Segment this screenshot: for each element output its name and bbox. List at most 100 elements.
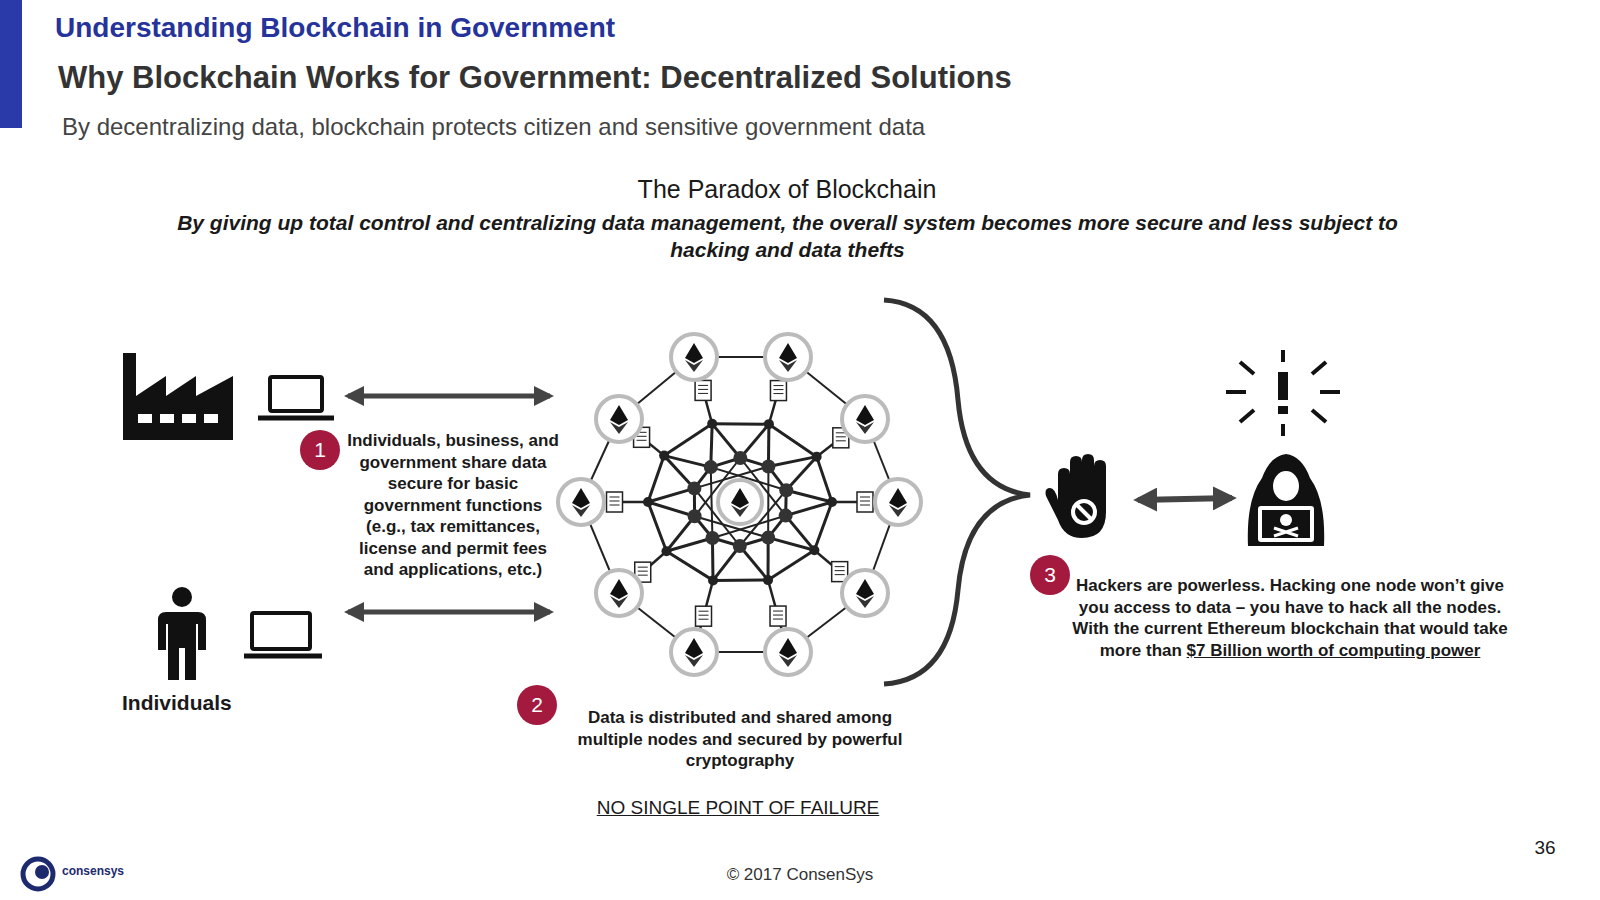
ether-node: [765, 334, 811, 380]
mesh-dot: [688, 509, 702, 523]
ether-logo: [889, 505, 907, 517]
laptop-icon: [258, 377, 334, 418]
ether-logo: [610, 596, 628, 608]
mesh-dot: [687, 481, 701, 495]
document-line: [637, 436, 647, 437]
mesh-link: [769, 424, 817, 456]
ether-node: [596, 570, 642, 616]
callout-digit: 1: [314, 438, 326, 462]
document-icon: [857, 492, 873, 512]
mesh-dot: [779, 509, 793, 523]
document-line: [860, 497, 870, 498]
ether-node: [718, 480, 762, 524]
mesh-link: [786, 502, 832, 516]
mesh-link: [814, 502, 832, 550]
mesh-link: [817, 457, 832, 502]
alert-symbol: [1226, 350, 1340, 436]
copyright: © 2017 ConsenSys: [600, 864, 1000, 886]
ether-logo: [685, 343, 703, 363]
callout-highlight: $7 Billion worth of computing power: [1187, 641, 1481, 660]
mesh-dot: [643, 497, 653, 507]
ether-logo: [610, 579, 628, 599]
document-line: [773, 611, 783, 612]
document-line: [773, 385, 783, 386]
callout-text: Data is distributed and shared among mul…: [560, 707, 920, 772]
mesh-dot: [779, 483, 793, 497]
double-arrow: [348, 610, 550, 615]
ether-logo: [731, 505, 749, 517]
mesh-dot: [707, 419, 717, 429]
mesh-dot: [705, 531, 719, 545]
callout-number: 2: [517, 685, 557, 725]
logo-text: consensys: [62, 864, 124, 879]
ether-logo: [685, 655, 703, 667]
document-line: [835, 566, 845, 567]
mesh-link: [648, 502, 666, 551]
ether-logo: [779, 655, 797, 667]
document-line: [638, 571, 648, 572]
mesh-link: [768, 550, 814, 580]
ether-logo: [856, 596, 874, 608]
mesh-link: [666, 551, 713, 580]
ether-node: [596, 396, 642, 442]
double-arrow: [348, 394, 550, 399]
ether-logo: [610, 422, 628, 434]
ether-logo: [685, 638, 703, 658]
mesh-dot: [764, 419, 774, 429]
stop-hand-icon: [1046, 454, 1107, 538]
callout-number: 3: [1030, 555, 1070, 595]
mesh-dot: [661, 546, 671, 556]
callout-paragraph: Hackers are powerless. Hacking one node …: [1070, 575, 1510, 661]
document-line: [835, 574, 845, 575]
mesh-link: [768, 538, 814, 551]
document-line: [773, 615, 783, 616]
mesh-dot: [708, 575, 718, 585]
document-line: [835, 570, 845, 571]
document-line: [638, 575, 648, 576]
document-line: [698, 389, 708, 390]
document-line: [610, 501, 620, 502]
mesh-link: [664, 424, 712, 456]
paradox-statement: By giving up total control and centraliz…: [170, 210, 1405, 263]
mesh-link: [648, 456, 664, 502]
mesh-dot: [827, 497, 837, 507]
document-line: [699, 619, 709, 620]
document-line: [773, 619, 783, 620]
mesh-dot: [812, 452, 822, 462]
ether-logo: [856, 422, 874, 434]
mesh-link: [767, 467, 769, 538]
document-line: [638, 567, 648, 568]
document-icon: [696, 606, 712, 626]
document-icon: [695, 380, 711, 400]
ether-node: [558, 479, 604, 525]
document-line: [699, 615, 709, 616]
ether-logo: [856, 405, 874, 425]
document-line: [773, 389, 783, 390]
document-line: [860, 505, 870, 506]
blockchain-network: [558, 334, 921, 675]
subtitle: By decentralizing data, blockchain prote…: [62, 112, 925, 142]
document-icon: [607, 492, 623, 512]
document-line: [637, 440, 647, 441]
ether-node: [875, 479, 921, 525]
paradox-heading: The Paradox of Blockchain: [487, 174, 1087, 206]
document-line: [698, 393, 708, 394]
ether-logo: [779, 360, 797, 372]
ether-logo: [731, 488, 749, 508]
section-header: Understanding Blockchain in Government: [55, 10, 615, 46]
document-line: [610, 505, 620, 506]
callout-digit: 2: [531, 693, 543, 717]
mesh-link: [648, 488, 694, 502]
ether-logo: [779, 343, 797, 363]
mesh-link: [664, 456, 711, 468]
callout-digit: 3: [1044, 563, 1056, 587]
group-label: Individuals: [122, 690, 232, 717]
document-icon: [770, 606, 786, 626]
ether-logo: [572, 505, 590, 517]
document-line: [836, 436, 846, 437]
mesh-dot: [761, 460, 775, 474]
document-line: [773, 393, 783, 394]
ether-logo: [889, 488, 907, 508]
ether-logo: [610, 405, 628, 425]
mesh-dot: [733, 451, 747, 465]
